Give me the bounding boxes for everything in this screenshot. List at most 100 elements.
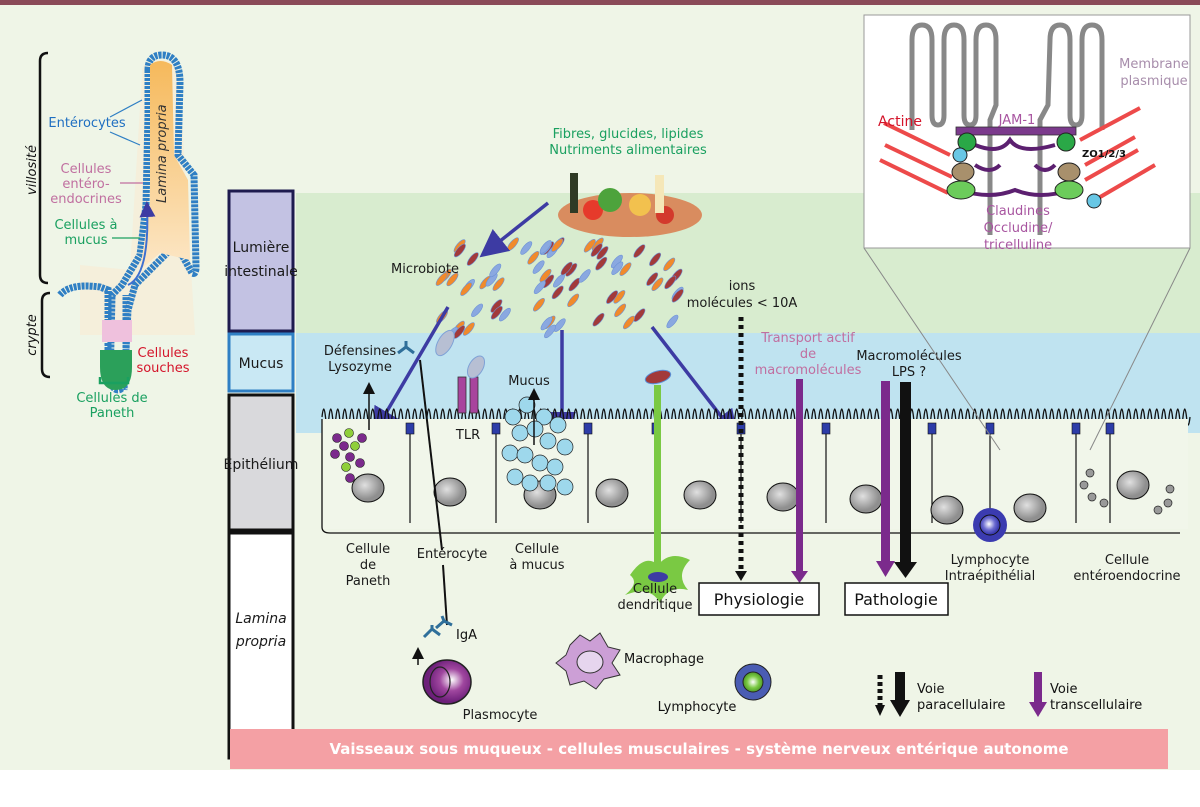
microbe-icon [614,303,627,318]
diagram-canvas: Lumière intestinale Mucus Épithélium Lam… [0,5,1200,770]
tlr-receptor-icon [435,329,486,414]
tlr-label: TLR [455,428,480,443]
legend-transcellular-1: Voie [1050,682,1077,697]
mucus-globule-icon [518,396,536,414]
iel-label-2: Intraépithélial [945,569,1035,584]
microbe-icon [567,293,580,308]
tight-junction-icon [405,422,415,435]
nucleus-icon [595,478,629,508]
ee-cell-label-2: entéroendocrine [1073,569,1180,584]
microbe-icon [551,238,564,252]
epithelium-label-box [227,393,295,532]
plasmocyte-label: Plasmocyte [463,708,538,723]
epithelium-layer [321,382,1191,542]
microbe-icon [663,257,676,272]
iel-label-1: Lymphocyte [951,553,1030,568]
microbe-icon [485,273,498,287]
claudines-label: Claudines [986,204,1050,219]
microbe-icon [623,315,635,330]
lysozyme-label: Lysozyme [328,360,392,375]
microbe-icon [539,268,552,283]
nucleus-icon [683,480,717,510]
macrophage-label: Macrophage [624,652,704,667]
transport-actif-label-2: de [800,347,816,362]
microbe-icon [596,246,609,260]
microbe-icon [471,303,483,318]
microbe-icon [435,272,448,286]
nutrients-label-2: Nutriments alimentaires [549,143,707,158]
mucus-globule-icon [556,438,574,456]
stem-cells-label-2: souches [136,361,189,376]
nutrients-label-1: Fibres, glucides, lipides [553,127,704,142]
dendritic-cell-label-2: dendritique [618,598,693,613]
paracellular-arrow-pathologie [900,382,911,562]
tight-junction-icon [985,422,995,435]
mucus-globule-icon [549,416,567,434]
granule-icon [341,462,351,472]
microbe-icon [592,312,605,327]
lymphocyte-icon [734,663,772,701]
granule-icon [355,458,365,468]
microbe-icon [498,307,511,322]
microbe-icon [664,275,677,290]
enterocytes-label: Entérocytes [48,116,125,131]
mucus-globule-icon [506,468,524,486]
villus-lamina-propria-label: Lamina propria [155,104,170,203]
legend-paracellular-2: paracellulaire [917,698,1005,713]
microbe-icon [646,272,659,286]
paneth-cell-label-3: Paneth [346,574,391,589]
enteroendocrine-label-2: entéro- [62,177,110,192]
physiologie-box [698,582,820,616]
ee-granule-icon [1079,480,1089,490]
microbe-icon [551,285,564,300]
legend: Voie paracellulaire Voie transcellulaire [875,672,1142,717]
legend-transcellular-2: transcellulaire [1050,698,1142,713]
occludine-label-1: Occludine/ [984,221,1053,236]
mucus-globule-icon [531,454,549,472]
food-illustration-icon [558,173,702,237]
iga-transport-line [419,359,443,551]
paneth-cells-label-1: Cellules de [76,391,147,406]
lumen-label-2: intestinale [224,264,298,280]
actine-label: Actine [878,114,922,130]
membrane-label-1: Membrane [1119,57,1189,72]
transcellular-arrow-physiologie [796,379,803,571]
microbe-icon [466,252,479,266]
granule-icon [357,433,367,443]
microbe-icon [611,261,624,275]
villus-illustration: Lamina propria villosité crypte Entérocy… [25,51,200,421]
mucus-globule-icon [501,444,519,462]
ee-granule-icon [1165,484,1175,494]
lamina-label-1: Lamina [235,611,286,627]
mucus-cell-label-2: à mucus [509,558,564,573]
iga-label: IgA [456,628,477,643]
microbe-icon [527,251,540,265]
microbe-icon [489,263,502,278]
microbe-icon [553,318,566,332]
mucus-globule-icon [521,474,539,492]
crypte-label: crypte [25,314,40,356]
physiologie-label: Physiologie [714,590,805,609]
iel-nucleus-icon [979,514,1001,536]
microbe-icon [633,308,646,322]
paneth-cell-label-1: Cellule [346,542,390,557]
transport-actif-label-1: Transport actif [760,331,855,346]
mucus-globule-icon [504,408,522,426]
nucleus-icon [1116,470,1150,500]
microbe-icon [583,238,596,253]
small-molecules-label: molécules < 10A [687,296,798,311]
mucus-cells-label-1: Cellules à [54,218,117,233]
membrane-label-2: plasmique [1120,74,1187,89]
tight-junction-icon [927,422,937,435]
microbe-icon [453,243,466,258]
mucus-globule-icon [546,458,564,476]
zo-label: ZO1/2/3 [1082,149,1126,160]
mucus-globule-icon [511,424,529,442]
lps-label: LPS ? [892,365,926,380]
microbe-icon [520,241,533,255]
granule-icon [344,428,354,438]
arrow-food-to-microbiota [479,201,550,258]
lamina-propria-label-box [227,531,295,760]
mucus-globule-icon [535,408,553,426]
transcellular-arrow-pathologie [881,381,890,561]
